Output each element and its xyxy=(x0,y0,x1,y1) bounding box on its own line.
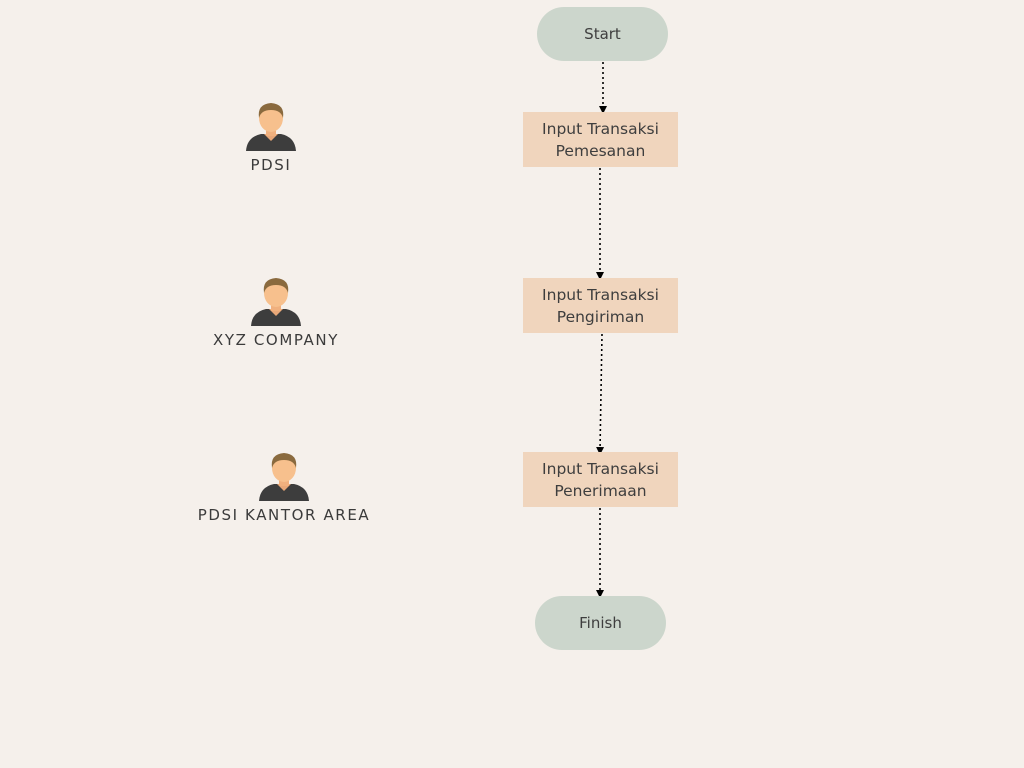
actor-xyz-company: XYZ COMPANY xyxy=(196,276,356,349)
actor-label: PDSI KANTOR AREA xyxy=(197,506,371,524)
actor-label: XYZ COMPANY xyxy=(212,331,340,349)
actor-label: PDSI xyxy=(250,156,292,174)
process-step-label: Input Transaksi Penerimaan xyxy=(542,459,659,500)
actor-pdsi-kantor-area: PDSI KANTOR AREA xyxy=(174,451,394,524)
process-step-label: Input Transaksi Pemesanan xyxy=(542,119,659,160)
person-icon xyxy=(251,278,301,326)
connector-step2-to-step3 xyxy=(596,333,605,455)
person-icon xyxy=(246,103,296,151)
process-step-label: Input Transaksi Pengiriman xyxy=(542,285,659,326)
finish-label: Finish xyxy=(579,614,622,632)
actor-pdsi: PDSI xyxy=(211,101,331,174)
person-icon xyxy=(259,453,309,501)
process-step-pengiriman: Input Transaksi Pengiriman xyxy=(523,278,678,333)
process-step-penerimaan: Input Transaksi Penerimaan xyxy=(523,452,678,507)
process-step-pemesanan: Input Transaksi Pemesanan xyxy=(523,112,678,167)
start-label: Start xyxy=(584,25,621,43)
start-terminal: Start xyxy=(537,7,668,61)
finish-terminal: Finish xyxy=(535,596,666,650)
